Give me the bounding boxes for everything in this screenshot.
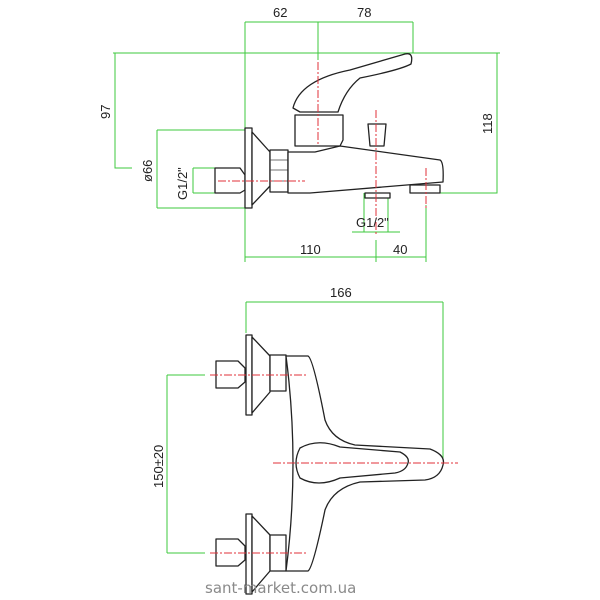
dimension-lines bbox=[113, 21, 500, 262]
dim-97: 97 bbox=[98, 105, 113, 119]
thread-inlet-label: G1/2" bbox=[175, 167, 190, 200]
dim-62: 62 bbox=[273, 5, 287, 20]
faucet-top bbox=[215, 334, 445, 595]
dim-166: 166 bbox=[330, 285, 352, 300]
dim-78: 78 bbox=[357, 5, 371, 20]
dim-40: 40 bbox=[393, 242, 407, 257]
dim-110: 110 bbox=[300, 242, 321, 257]
dim-center-distance: 150±20 bbox=[151, 445, 166, 488]
dim-plate-diameter: ø66 bbox=[140, 160, 155, 182]
top-view: 166 150±20 bbox=[151, 285, 458, 595]
thread-outlet-label: G1/2" bbox=[356, 215, 389, 230]
side-view: 62 78 97 118 ø66 G1/2" G1/2" 110 40 bbox=[98, 5, 500, 262]
watermark: sant-market.com.ua bbox=[205, 579, 356, 597]
dim-118: 118 bbox=[480, 113, 495, 134]
faucet-side bbox=[214, 53, 444, 209]
centerlines bbox=[218, 62, 427, 235]
